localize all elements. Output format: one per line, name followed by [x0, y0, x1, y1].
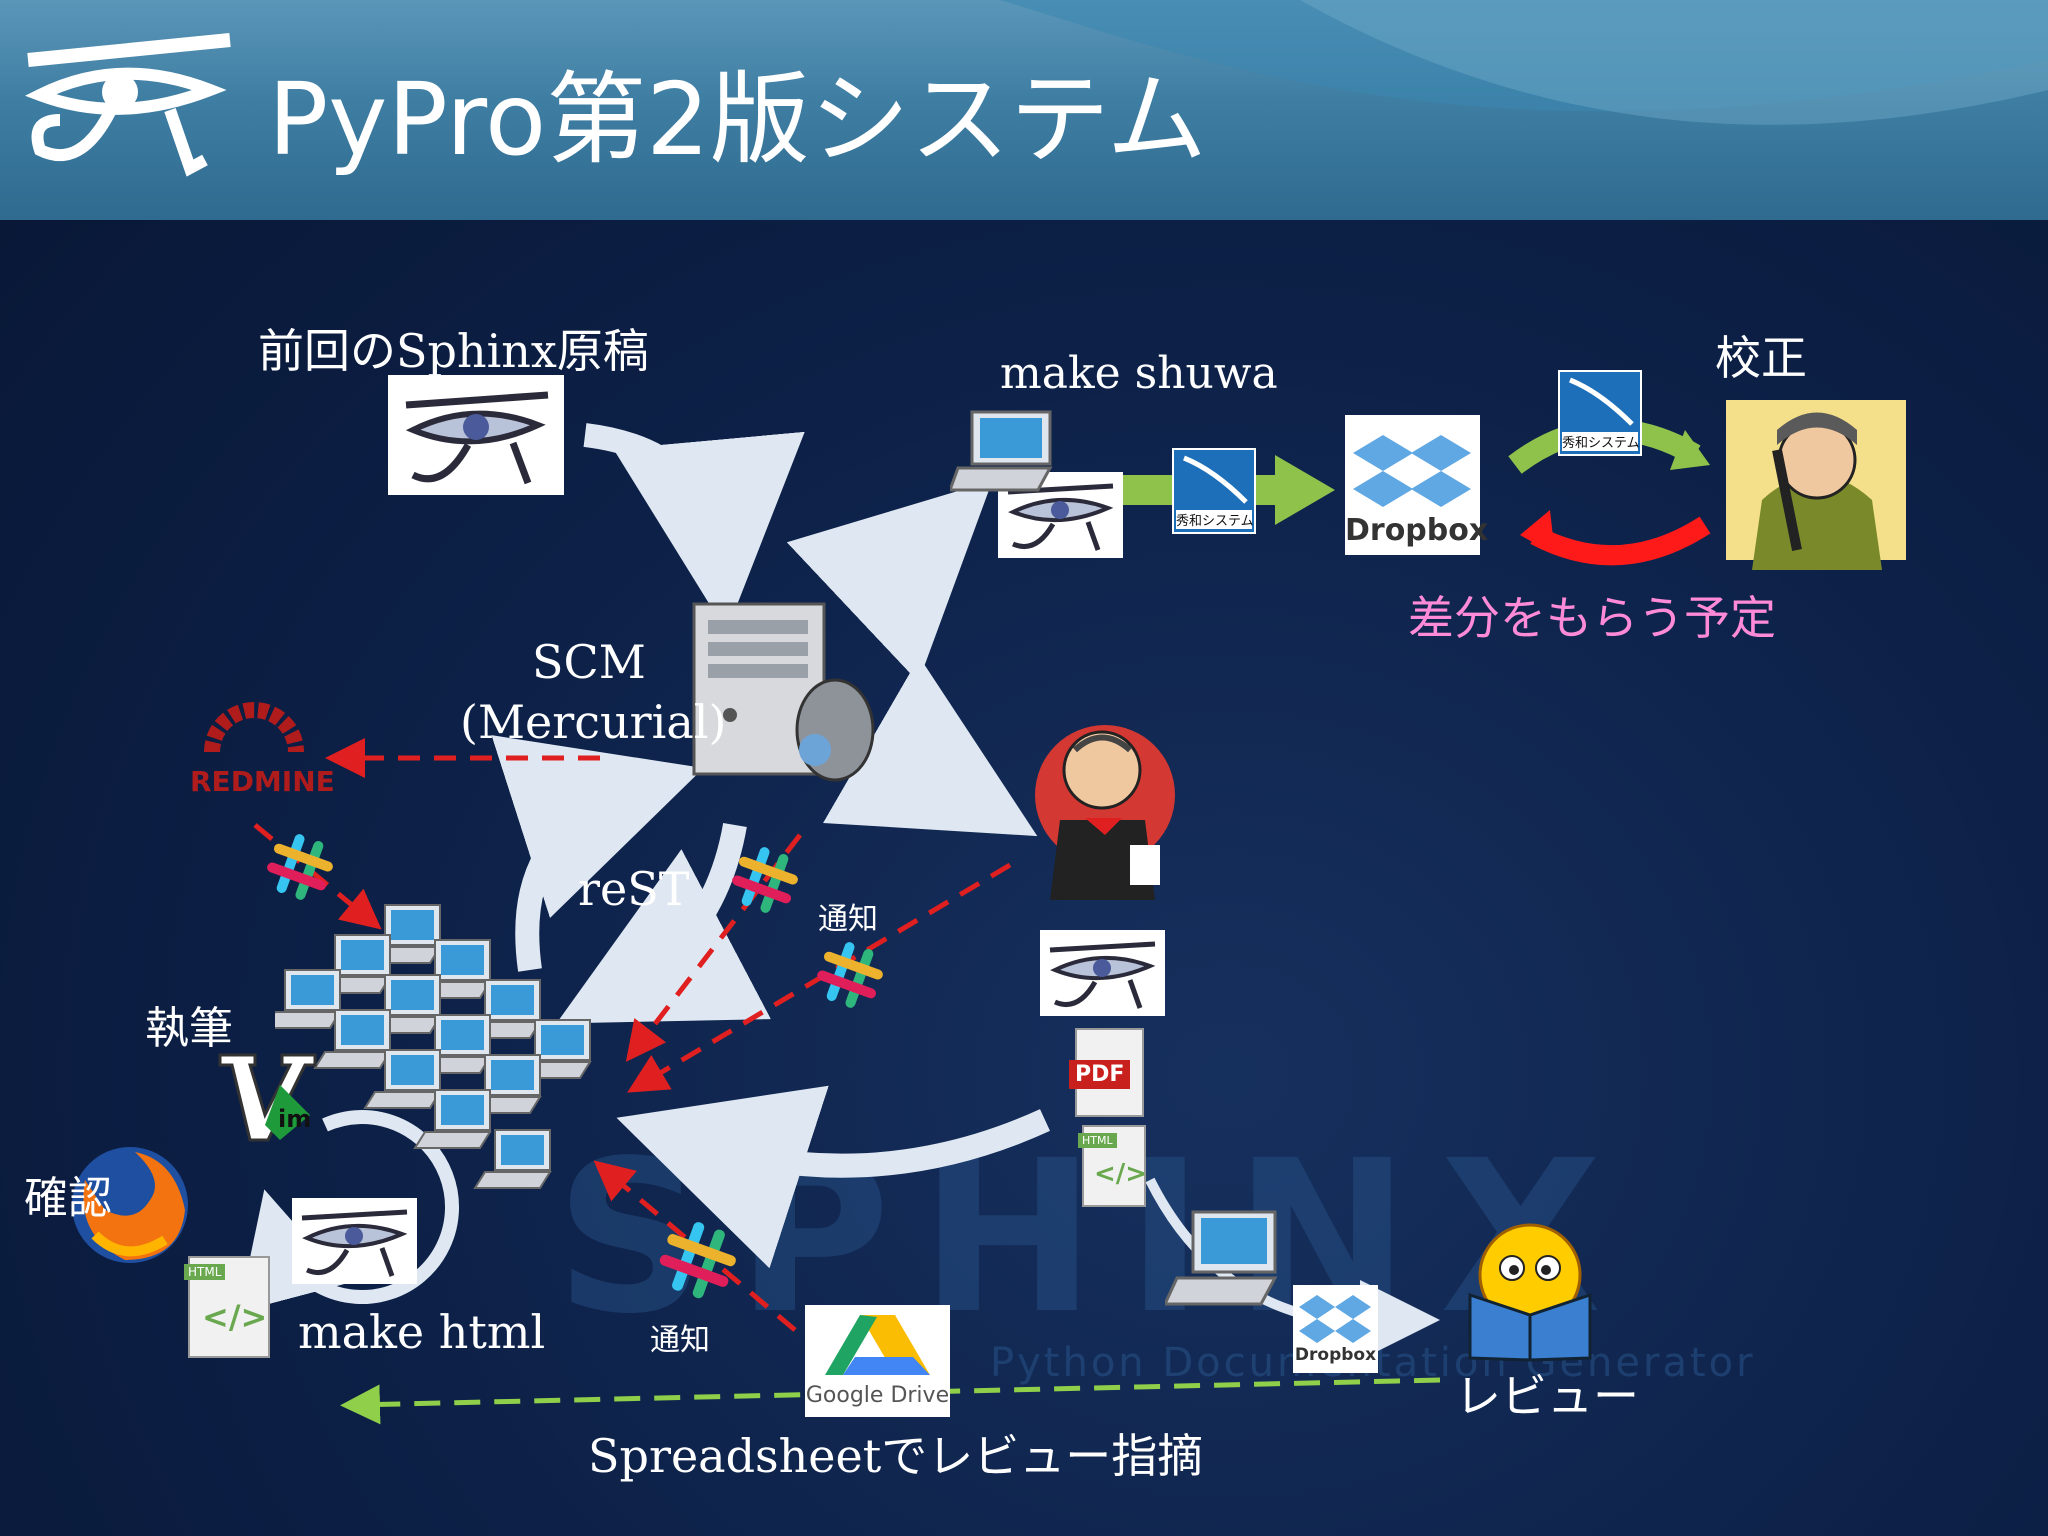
review-label: レビュー: [1455, 1369, 1639, 1423]
pdf-file-icon: PDF: [1069, 1028, 1144, 1117]
arrow-head-to-proof: [1670, 430, 1710, 470]
reviewer-icon: [1468, 1223, 1592, 1362]
server-icon: [692, 602, 875, 782]
shuwa-mark-icon: [1569, 377, 1634, 426]
arrow-proof-to-dropbox: [1530, 516, 1711, 566]
make-shuwa-label: make shuwa: [1000, 348, 1278, 399]
google-drive-logo: Google Drive: [805, 1305, 950, 1417]
redmine-icon: [204, 702, 304, 753]
shuwa-logo-1: 秀和システム: [1172, 448, 1256, 534]
eye-icon: [405, 391, 549, 485]
eye-icon: [1007, 483, 1114, 551]
sphinx-manuscript-logo: [388, 375, 564, 495]
google-drive-icon: [825, 1315, 930, 1375]
firefox-icon: [72, 1147, 188, 1263]
dropbox-label-large: Dropbox: [1345, 513, 1489, 548]
html-file-icon-1: HTML </>: [1078, 1125, 1148, 1207]
dropbox-logo-large: Dropbox: [1345, 415, 1489, 555]
html-label-2: HTML: [184, 1264, 226, 1280]
html-label-1: HTML: [1078, 1133, 1117, 1148]
writers-laptop-cluster-icon: [275, 904, 592, 1189]
slack-icon: [659, 1222, 736, 1299]
arrow-scm-to-jenkins: [823, 656, 1038, 837]
arrow-manuscript-to-scm: [583, 423, 805, 632]
arrow-scm-to-make-shuwa: [786, 480, 993, 683]
vim-label: im: [278, 1105, 312, 1133]
make-html-logo: [292, 1198, 417, 1284]
notify-label-1: 通知: [818, 902, 878, 937]
confirm-label: 確認: [24, 1173, 112, 1224]
spreadsheet-review-label: Spreadsheetでレビュー指摘: [588, 1429, 1204, 1483]
review-laptop-icon: [1165, 1210, 1278, 1306]
writing-label: 執筆: [145, 1003, 233, 1054]
eye-of-horus-logo-icon: [24, 33, 231, 177]
arrow-head-to-dropbox-red: [1520, 510, 1555, 555]
diff-plan-label: 差分をもらう予定: [1408, 591, 1776, 645]
jenkins-output-logo: [1040, 930, 1165, 1016]
header-bar: PyPro第2版システム: [0, 0, 2048, 220]
redmine-label: REDMINE: [190, 765, 335, 798]
mercurial-label: (Mercurial): [460, 695, 727, 749]
slack-icon: [267, 834, 333, 900]
pdf-label: PDF: [1069, 1060, 1131, 1089]
slack-icon: [732, 847, 798, 913]
shuwa-label-2: 秀和システム: [1562, 432, 1640, 451]
laptop-icon: [950, 410, 1053, 492]
proofreading-label: 校正: [1715, 331, 1807, 385]
make-html-label: make html: [298, 1305, 546, 1359]
eye-icon: [301, 1209, 408, 1277]
notify-label-2: 通知: [650, 1323, 710, 1358]
previous-manuscript-label: 前回のSphinx原稿: [258, 324, 649, 378]
rest-label: reST: [578, 862, 690, 916]
arrow-head-to-dropbox: [1275, 455, 1335, 525]
vim-icon: [218, 1053, 317, 1142]
dropbox-label-small: Dropbox: [1294, 1345, 1377, 1365]
html-code-glyph-1: </>: [1094, 1159, 1148, 1189]
scm-label: SCM: [532, 635, 646, 689]
dropbox-logo-small: Dropbox: [1293, 1285, 1378, 1373]
html-code-glyph-2: </>: [202, 1298, 268, 1336]
html-file-icon-2: HTML </>: [184, 1256, 270, 1358]
shuwa-logo-2: 秀和システム: [1558, 370, 1642, 456]
jenkins-icon: [1035, 725, 1175, 900]
eye-icon: [1049, 941, 1156, 1009]
dropbox-icon: [1299, 1295, 1371, 1343]
header-wave: [1000, 0, 2048, 125]
page-title: PyPro第2版システム: [268, 61, 1207, 178]
google-drive-label: Google Drive: [805, 1383, 950, 1408]
arrow-rest-up: [491, 735, 704, 972]
arrow-build-to-writers: [616, 1085, 1050, 1269]
dropbox-icon: [1353, 435, 1471, 507]
shuwa-mark-icon: [1183, 455, 1248, 504]
slack-icon: [817, 942, 883, 1008]
arrow-rest-down: [556, 822, 771, 1024]
proofreader-icon: [1726, 400, 1906, 570]
shuwa-label-1: 秀和システム: [1176, 510, 1254, 529]
